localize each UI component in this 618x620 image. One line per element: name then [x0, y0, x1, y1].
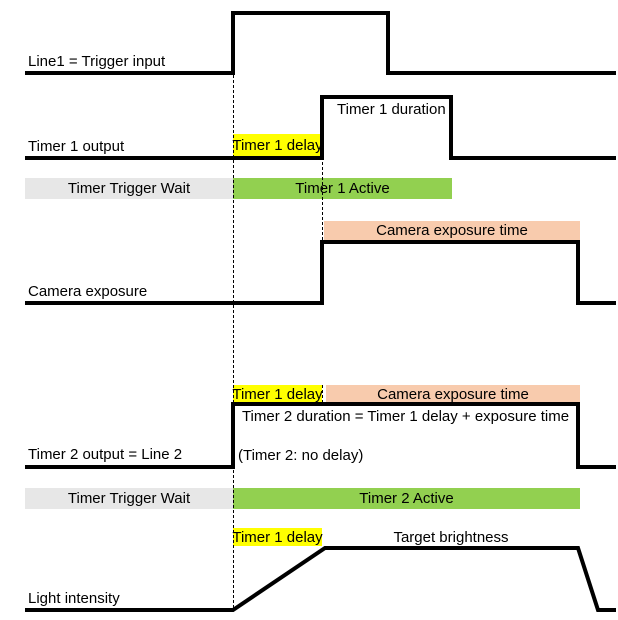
timer2-active-bar: Timer 2 Active — [233, 488, 580, 509]
timer1-trigger-wait-label: Timer Trigger Wait — [67, 180, 191, 197]
light-delay-highlight: Timer 1 delay — [232, 528, 323, 546]
timer2-duration-label: Timer 2 duration = Timer 1 delay + expos… — [241, 408, 570, 425]
row-label-timer1-output: Timer 1 output — [28, 138, 125, 155]
timer1-active-label: Timer 1 Active — [295, 180, 390, 197]
light-delay-label: Timer 1 delay — [232, 528, 323, 546]
timer2-delay-label: Timer 1 delay — [232, 385, 323, 403]
timer1-duration-label: Timer 1 duration — [337, 101, 446, 118]
row-label-light-intensity: Light intensity — [28, 590, 120, 607]
row-label-trigger-input: Line1 = Trigger input — [28, 53, 166, 70]
timer1-delay-highlight: Timer 1 delay — [232, 134, 323, 156]
row-label-camera-exposure: Camera exposure — [28, 283, 148, 300]
timer1-delay-label: Timer 1 delay — [232, 136, 323, 154]
timer2-exposure-time-label: Camera exposure time — [377, 385, 529, 403]
timer2-trigger-wait-bar: Timer Trigger Wait — [25, 488, 233, 509]
timer2-delay-highlight: Timer 1 delay — [232, 385, 323, 403]
camera-exposure-time-label: Camera exposure time — [376, 222, 528, 239]
timer1-active-bar: Timer 1 Active — [233, 178, 452, 199]
target-brightness-label: Target brightness — [393, 529, 509, 546]
timer2-exposure-time-bar: Camera exposure time — [326, 385, 580, 403]
row-label-timer2-output: Timer 2 output = Line 2 — [28, 446, 183, 463]
timer2-active-label: Timer 2 Active — [359, 490, 454, 507]
timer2-trigger-wait-label: Timer Trigger Wait — [67, 490, 191, 507]
camera-exposure-time-bar: Camera exposure time — [324, 221, 580, 240]
timer2-no-delay-label: (Timer 2: no delay) — [238, 447, 364, 464]
timer1-trigger-wait-bar: Timer Trigger Wait — [25, 178, 233, 199]
